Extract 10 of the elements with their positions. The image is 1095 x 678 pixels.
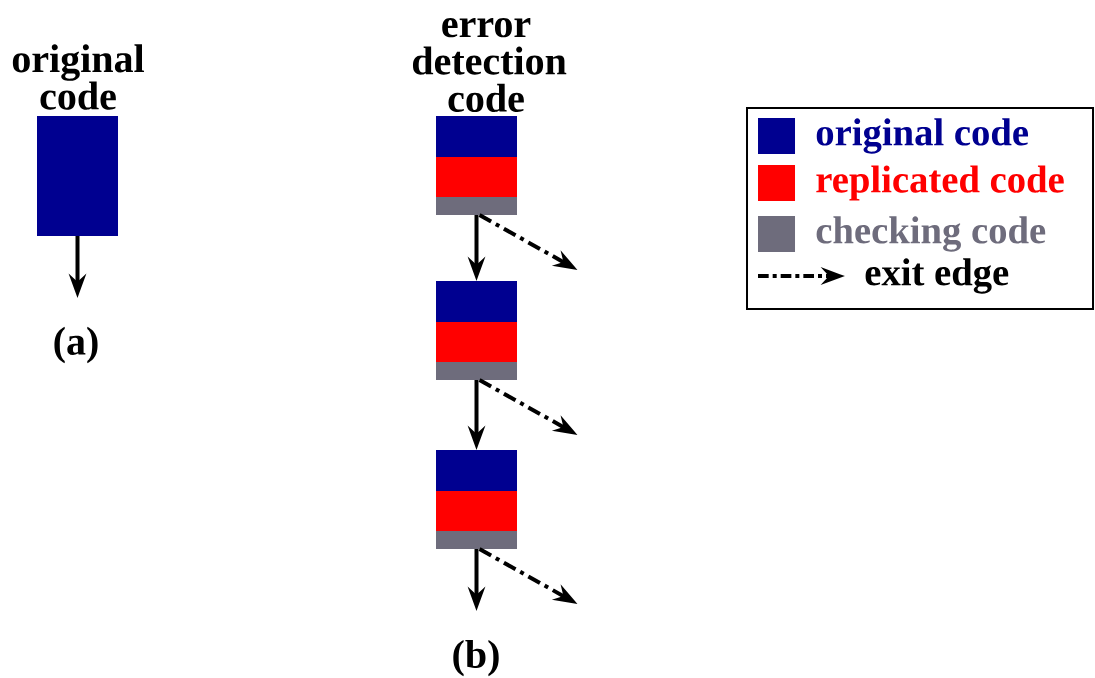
figure-label: (a): [54, 326, 98, 364]
legend-text: original code: [816, 118, 1028, 154]
heading: error detection code: [412, 18, 567, 112]
legend-text: replicated code: [816, 165, 1064, 201]
code-block: [436, 281, 517, 380]
figure-label: (b): [453, 639, 499, 677]
heading: original code: [12, 44, 144, 110]
legend-text: exit edge: [865, 258, 1009, 294]
legend-text: checking code: [816, 216, 1046, 252]
code-block: [436, 450, 517, 549]
